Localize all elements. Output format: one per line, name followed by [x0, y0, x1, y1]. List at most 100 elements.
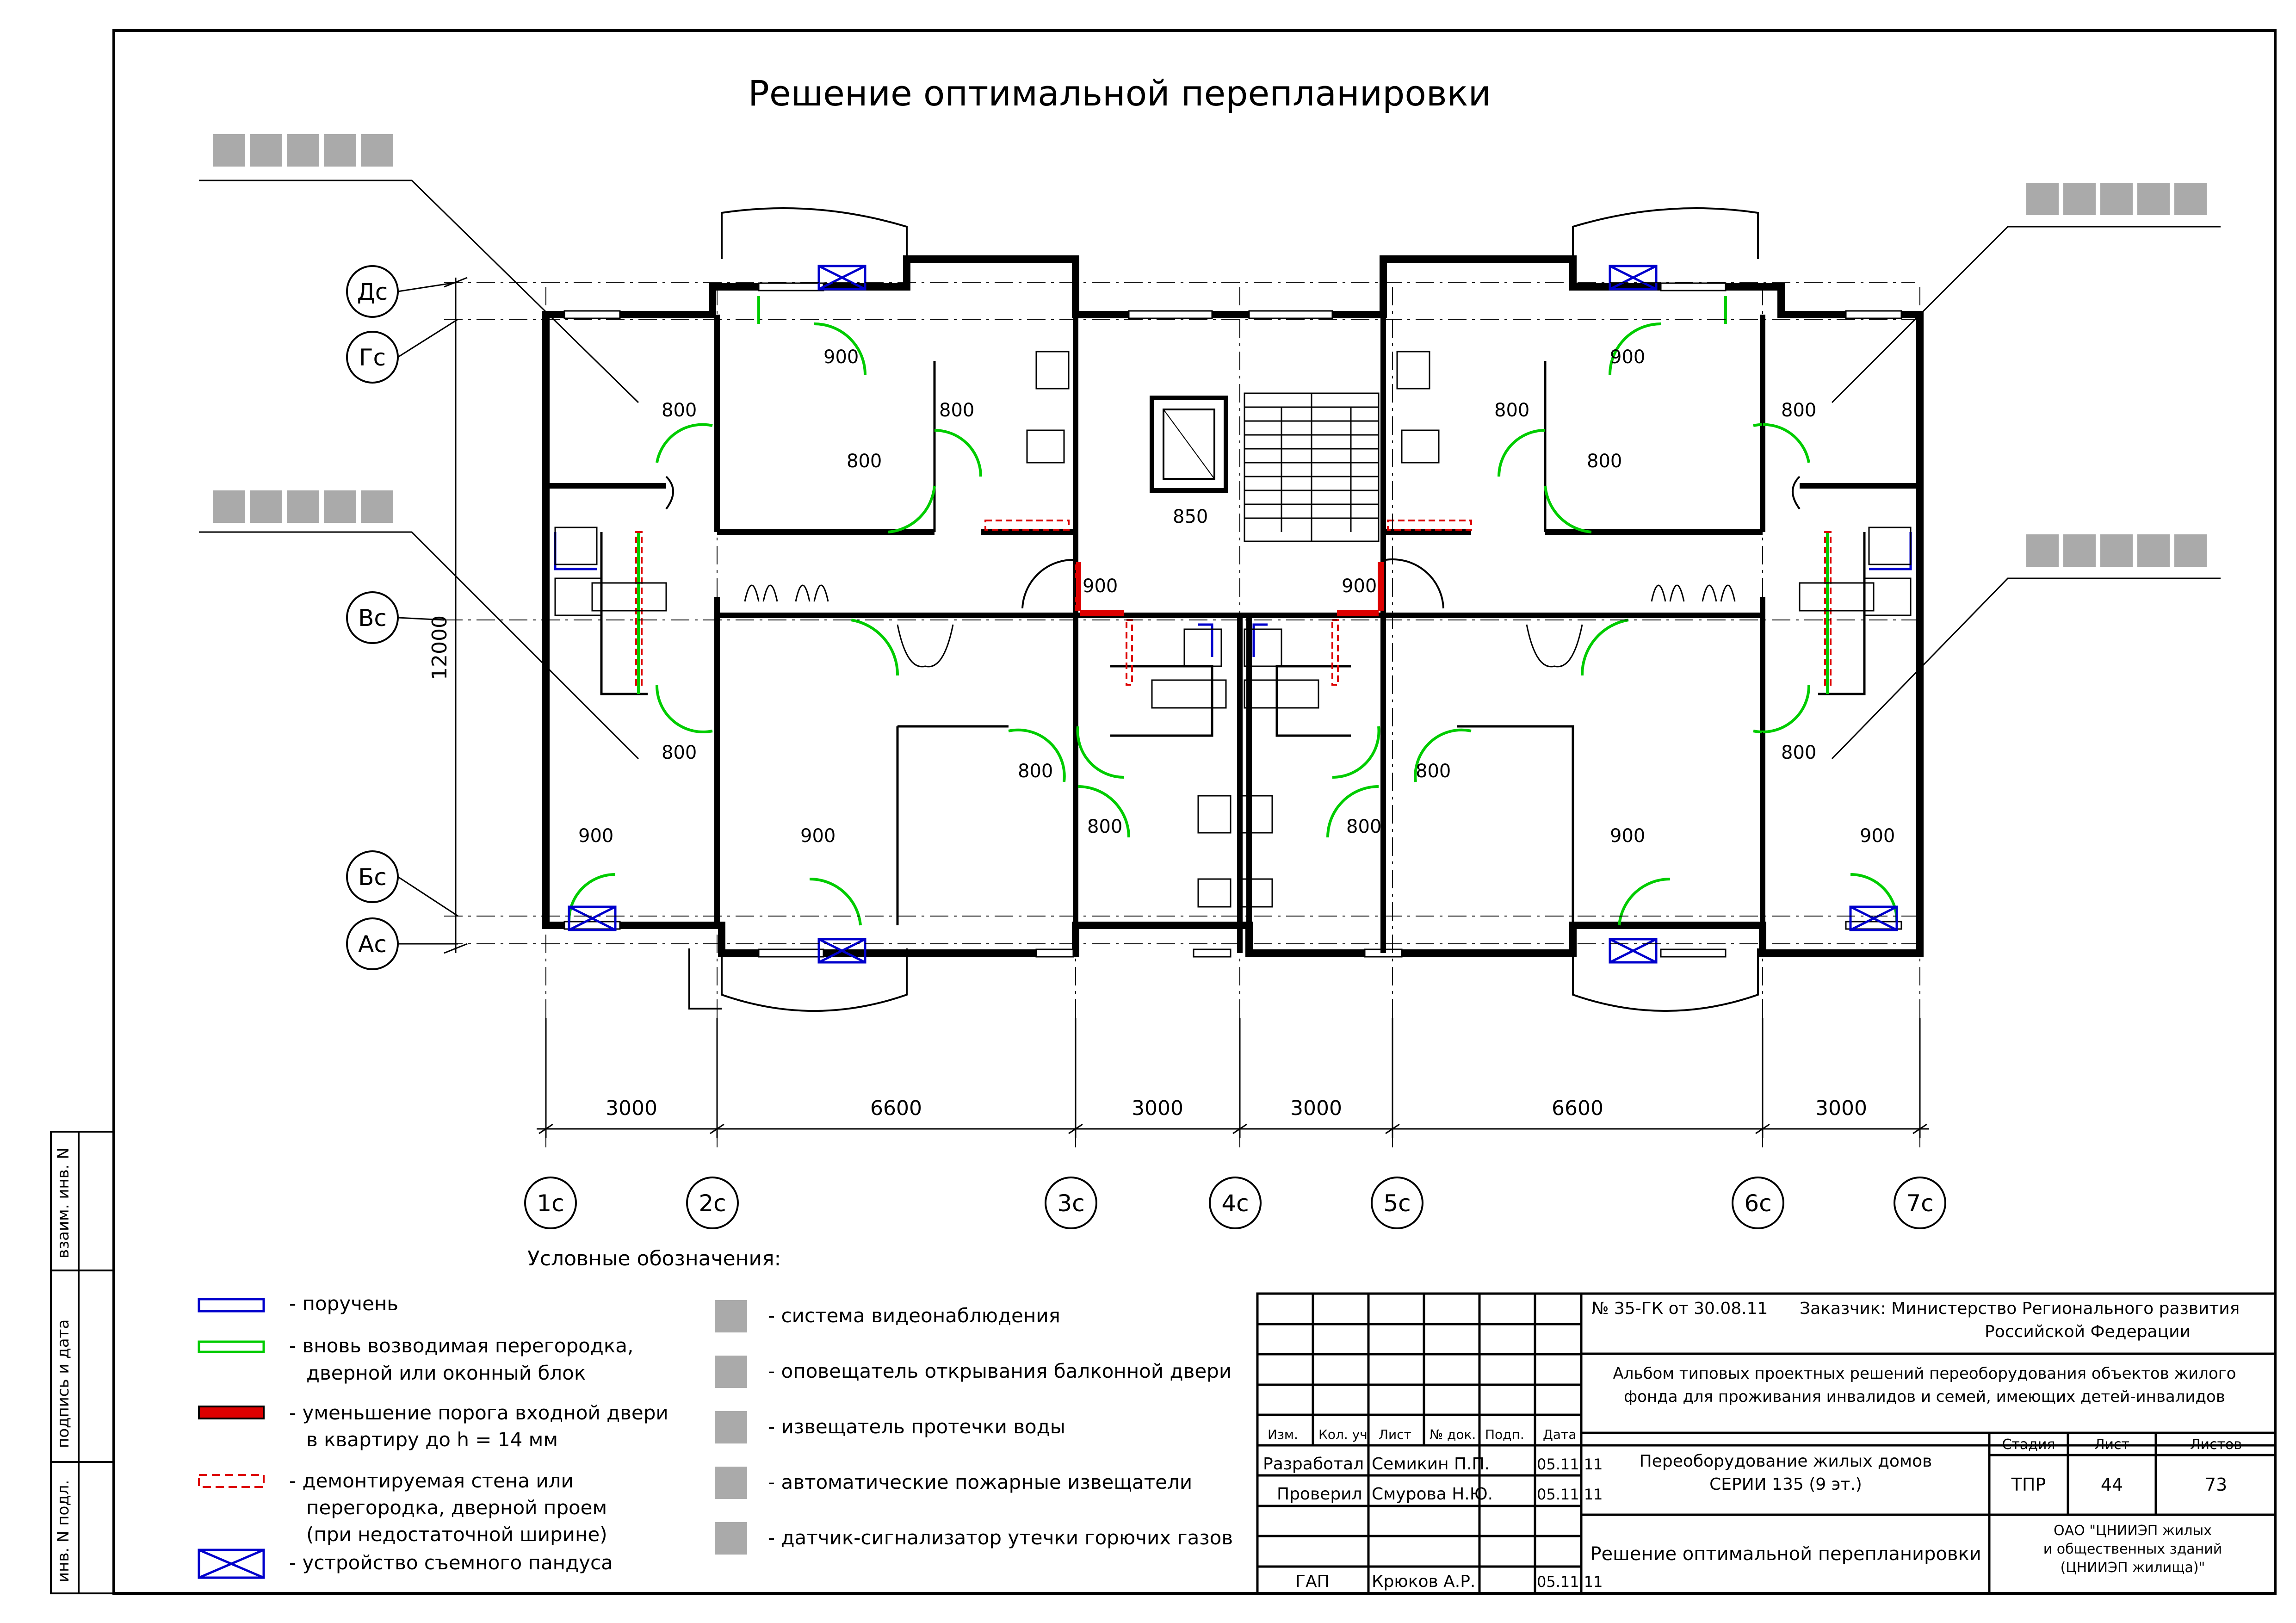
door-dim: 800: [1416, 761, 1451, 782]
dim-bay-2: 6600: [870, 1096, 922, 1120]
column-axis-bubbles: [524, 1177, 1946, 1229]
dim-bay-6: 3000: [1815, 1096, 1867, 1120]
title-block-org: (ЦНИИЭП жилища)": [2061, 1560, 2205, 1576]
side-stamp: [50, 1131, 115, 1594]
door-dim: 800: [1781, 400, 1816, 421]
dimension-chain: [444, 277, 1929, 1138]
device-strip-top-left: [199, 134, 639, 403]
dim-bay-3: 3000: [1132, 1096, 1183, 1120]
elevator-shaft: [1150, 396, 1228, 493]
side-stamp-field-3: инв. N подл.: [54, 1480, 73, 1582]
door-dim: 900: [1083, 576, 1118, 597]
axis-label-ac: Ас: [358, 931, 387, 958]
water-leak-icon: [287, 490, 319, 523]
title-block-customer: Российской Федерации: [1985, 1322, 2191, 1341]
device-strip-mid-left: [199, 490, 639, 760]
door-dim: 800: [1018, 761, 1053, 782]
title-block-date: 05.11.11: [1537, 1573, 1603, 1591]
gas-detector-icon: [2174, 534, 2207, 567]
fire-detector-icon: [324, 490, 356, 523]
handrails-ramps: [554, 265, 1912, 964]
title-block-date: 05.11.11: [1537, 1456, 1603, 1473]
balconies: [688, 207, 1759, 1012]
legend-device-text: - датчик-сигнализатор утечки горючих газ…: [768, 1526, 1233, 1549]
camera-icon: [2026, 534, 2059, 567]
stair: [1244, 392, 1380, 542]
thresholds: [1075, 562, 1384, 616]
title-block-album: Альбом типовых проектных решений переобо…: [1613, 1364, 2236, 1383]
title-block-object: Переоборудование жилых домов: [1640, 1452, 1932, 1471]
alarm-icon: [715, 1356, 747, 1388]
legend-text: дверной или оконный блок: [306, 1362, 586, 1384]
alarm-icon: [250, 134, 282, 167]
gas-detector-icon: [2174, 183, 2207, 215]
axis-label-vc: Вс: [358, 605, 387, 632]
title-block-col: Лист: [1379, 1427, 1411, 1442]
door-dim: 800: [1087, 816, 1122, 837]
title-block-sheets-label: Листов: [2190, 1437, 2242, 1453]
dim-bay-4: 3000: [1290, 1096, 1342, 1120]
title-block-role: Разработал: [1263, 1455, 1364, 1474]
new-partitions: [568, 296, 1898, 926]
legend-text: - уменьшение порога входной двери: [289, 1401, 668, 1424]
sheet-frame: [112, 29, 2277, 1595]
camera-icon: [213, 134, 245, 167]
title-block-col: Дата: [1543, 1427, 1577, 1442]
axis-label-1c: 1с: [537, 1190, 564, 1217]
door-dim: 900: [1860, 825, 1895, 847]
legend-text: в квартиру до h = 14 мм: [306, 1428, 558, 1451]
axis-label-5c: 5с: [1383, 1190, 1411, 1217]
axis-label-7c: 7с: [1906, 1190, 1933, 1217]
legend-text: - демонтируемая стена или: [289, 1469, 574, 1492]
axis-lines: [444, 282, 1920, 1147]
legend-text: - вновь возводимая перегородка,: [289, 1334, 633, 1357]
legend-symbol-threshold: [198, 1406, 265, 1419]
title-block-order: № 35-ГК от 30.08.11: [1591, 1299, 1768, 1318]
title-block-org: ОАО "ЦНИИЭП жилых: [2054, 1523, 2212, 1539]
thin-partitions: [600, 361, 1866, 925]
title-block-name: Семикин П.П.: [1372, 1455, 1490, 1474]
dim-bay-5: 6600: [1552, 1096, 1603, 1120]
legend-symbol-demolished: [198, 1474, 265, 1488]
door-dim: 800: [1494, 400, 1529, 421]
gas-detector-icon: [361, 134, 393, 167]
door-dim: 800: [847, 451, 882, 472]
title-block-role: ГАП: [1295, 1572, 1330, 1591]
water-leak-icon: [715, 1411, 747, 1443]
device-strip-top-right: [1831, 183, 2221, 403]
title-block-object: СЕРИИ 135 (9 эт.): [1709, 1475, 1862, 1494]
windows: [563, 282, 1902, 958]
title-block-sheet: 44: [2101, 1474, 2123, 1495]
device-strip-mid-right: [1831, 534, 2221, 760]
gas-detector-icon: [361, 490, 393, 523]
title-block-drawing-title: Решение оптимальной перепланировки: [1590, 1543, 1981, 1565]
title-block-stage: ТПР: [2011, 1474, 2046, 1495]
demolished-walls: [635, 520, 1832, 686]
fire-detector-icon: [2137, 534, 2170, 567]
title-block-sheets: 73: [2205, 1474, 2227, 1495]
door-dim: 900: [1342, 576, 1377, 597]
fire-detector-icon: [324, 134, 356, 167]
side-stamp-field-1: взаим. инв. N: [54, 1147, 73, 1258]
camera-icon: [213, 490, 245, 523]
door-dim: 800: [939, 400, 974, 421]
legend-device-text: - автоматические пожарные извещатели: [768, 1471, 1192, 1493]
door-dim: 900: [578, 825, 613, 847]
water-leak-icon: [2100, 183, 2133, 215]
axis-label-2c: 2с: [699, 1190, 726, 1217]
alarm-icon: [2063, 183, 2096, 215]
fire-detector-icon: [715, 1467, 747, 1499]
dim-bay-1: 3000: [606, 1096, 657, 1120]
title-block: [1256, 1292, 2277, 1595]
door-dim: 800: [662, 400, 697, 421]
legend-text: - устройство съемного пандуса: [289, 1551, 613, 1574]
floor-plan: 3000 6600 3000 3000 6600 3000 12000 900 …: [199, 134, 2221, 1229]
title-block-org: и общественных зданий: [2043, 1541, 2222, 1557]
legend: Условные обозначения: - поручень - вновь…: [198, 1247, 1233, 1579]
title-block-col: Кол. уч: [1318, 1427, 1368, 1442]
door-dim: 800: [1346, 816, 1381, 837]
door-dim: 900: [823, 347, 859, 368]
door-dim: 900: [1610, 825, 1645, 847]
alarm-icon: [250, 490, 282, 523]
interior-walls: [546, 315, 1920, 953]
